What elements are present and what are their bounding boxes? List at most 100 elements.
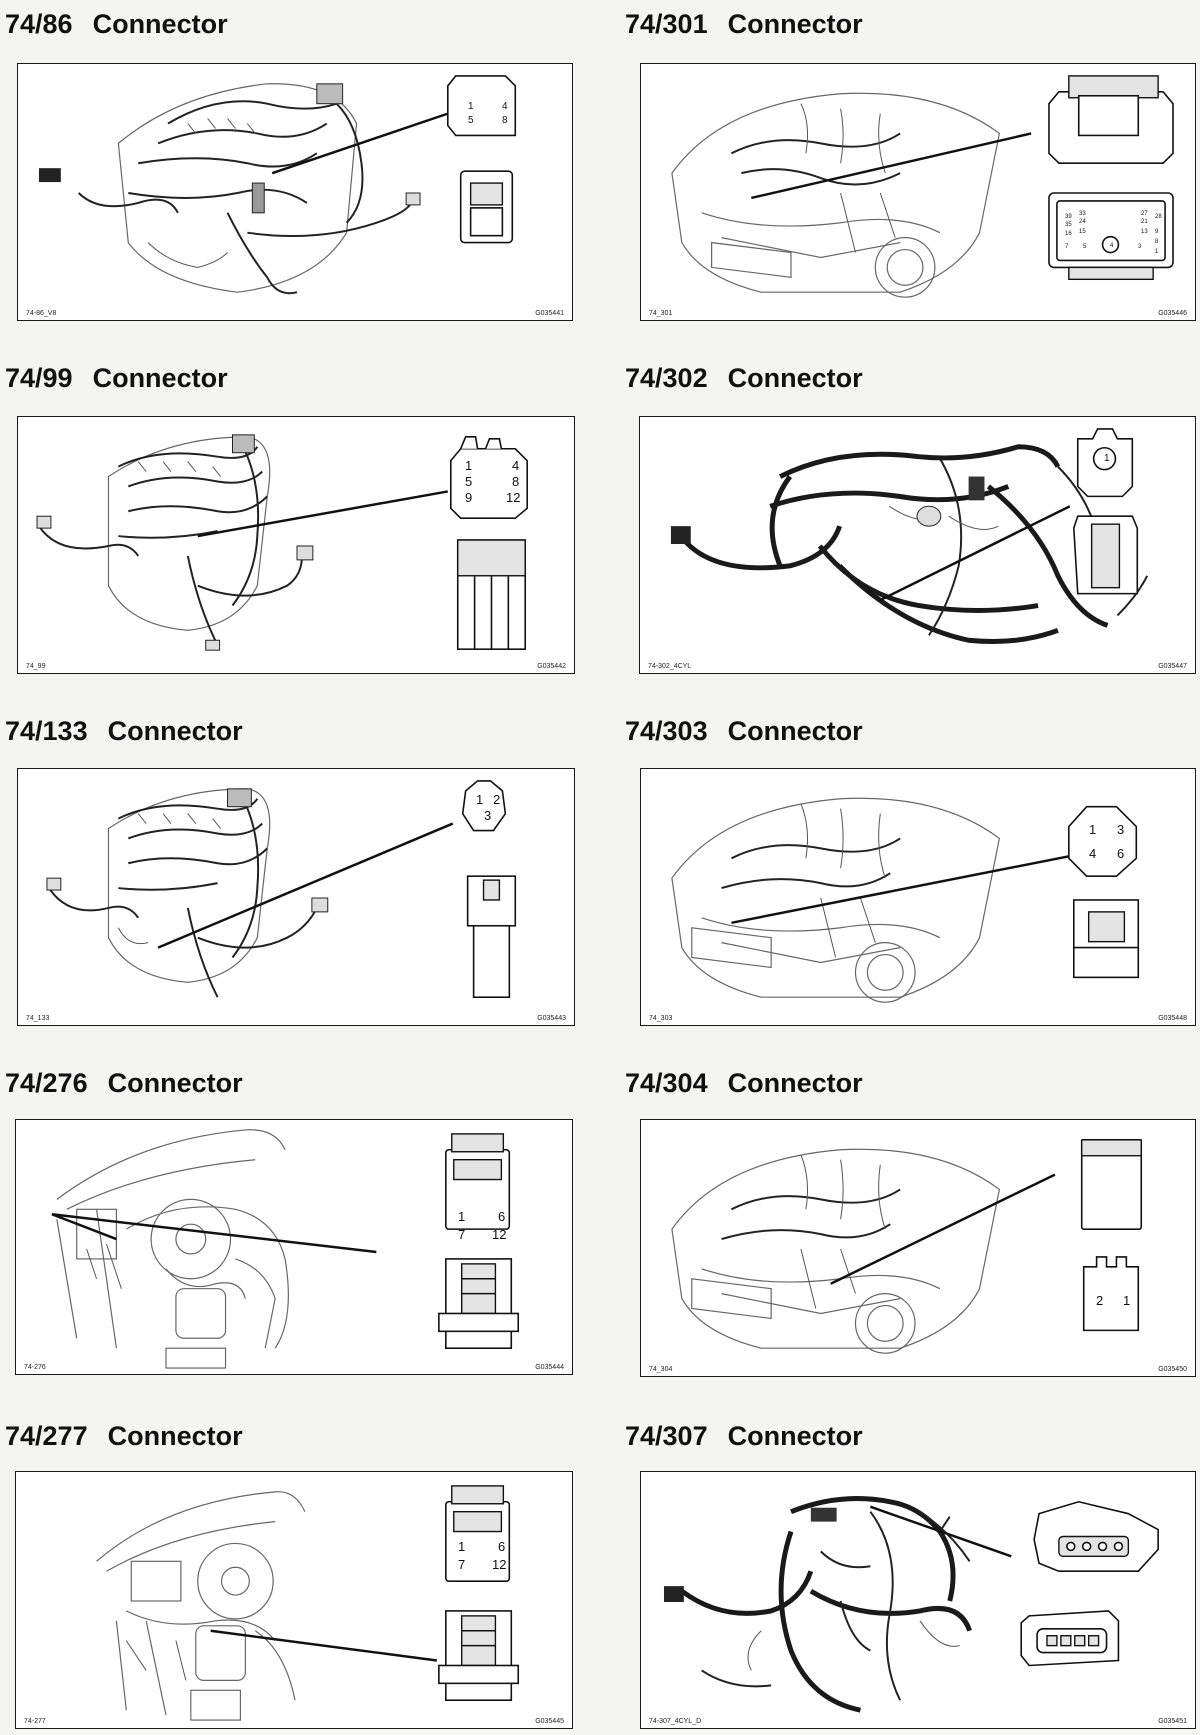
pin-label: 12 (492, 1557, 507, 1572)
pin-label: 13 (1141, 229, 1148, 235)
vehicle-interior-illustration (51, 1129, 520, 1369)
connector-code: 74/86 (5, 9, 73, 39)
diagram-panel-74-304: 2 1 74_304 G035450 (640, 1119, 1196, 1377)
entry-title: 74/302 Connector (625, 362, 863, 394)
vehicle-front-illustration (671, 1139, 1143, 1354)
pin-label: 35 (1065, 222, 1072, 228)
diagram-panel-74-301: 39 33 27 35 24 21 28 16 15 13 9 8 7 5 4 … (640, 63, 1196, 321)
figure-ref: G035441 (535, 310, 564, 317)
pin-label: 4 (502, 101, 508, 112)
figure-ref: G035451 (1158, 1718, 1187, 1725)
pin-label: 9 (1155, 229, 1159, 235)
vehicle-front-illustration (671, 797, 1140, 1003)
pin-label: 8 (1155, 239, 1159, 245)
figure-ref: G035445 (535, 1718, 564, 1725)
vehicle-front-illustration (671, 75, 1174, 298)
pin-label: 33 (1079, 211, 1086, 217)
pin-label: 6 (498, 1539, 506, 1554)
figure-id: 74_133 (26, 1015, 50, 1022)
pin-label: 27 (1141, 211, 1148, 217)
figure-ref: G035443 (537, 1015, 566, 1022)
connector-label: Connector (92, 363, 228, 393)
entry-title: 74/133 Connector (5, 715, 243, 747)
pin-label: 1 (458, 1539, 466, 1554)
connector-label: Connector (727, 1068, 863, 1098)
diagram-panel-74-303: 1 3 4 6 74_303 G035448 (640, 768, 1196, 1026)
figure-id: 74_304 (649, 1366, 673, 1373)
pin-label: 3 (1117, 822, 1125, 837)
figure-ref: G035446 (1158, 310, 1187, 317)
engine-harness-illustration (670, 428, 1149, 644)
pin-label: 16 (1065, 231, 1072, 237)
pin-label: 1 (476, 792, 484, 807)
figure-id: 74-307_4CYL_D (649, 1718, 702, 1725)
pin-label: 3 (1138, 244, 1142, 250)
pin-label: 7 (458, 1557, 466, 1572)
pin-label: 3 (484, 808, 492, 823)
pin-label: 1 (1104, 453, 1110, 464)
engine-harness-illustration (36, 434, 528, 651)
figure-ref: G035442 (537, 663, 566, 670)
pin-label: 4 (1110, 243, 1114, 249)
pin-label: 8 (502, 115, 508, 126)
engine-harness-illustration (46, 780, 517, 999)
pin-label: 1 (1123, 1293, 1131, 1308)
connector-code: 74/276 (5, 1068, 88, 1098)
figure-id: 74-302_4CYL (648, 663, 692, 670)
pin-label: 6 (1117, 846, 1125, 861)
pin-label: 12 (492, 1227, 507, 1242)
pin-label: 5 (465, 474, 473, 489)
pin-label: 1 (465, 458, 473, 473)
connector-label: Connector (727, 716, 863, 746)
entry-title: 74/99 Connector (5, 362, 228, 394)
connector-code: 74/277 (5, 1421, 88, 1451)
diagram-panel-74-277: 1 6 7 12 74-277 G035445 (15, 1471, 573, 1729)
connector-label: Connector (92, 9, 228, 39)
engine-harness-illustration (39, 75, 517, 295)
diagram-panel-74-302: 1 74-302_4CYL G035447 (639, 416, 1196, 674)
pin-label: 1 (468, 101, 474, 112)
figure-id: 74_303 (649, 1015, 673, 1022)
pin-label: 5 (1083, 244, 1087, 250)
entry-title: 74/303 Connector (625, 715, 863, 747)
pin-label: 1 (1089, 822, 1097, 837)
figure-ref: G035448 (1158, 1015, 1187, 1022)
entry-title: 74/307 Connector (625, 1420, 863, 1452)
pin-label: 5 (468, 115, 474, 126)
connector-label: Connector (107, 1068, 243, 1098)
connector-code: 74/133 (5, 716, 88, 746)
connector-label: Connector (727, 363, 863, 393)
pin-label: 4 (512, 458, 520, 473)
figure-ref: G035447 (1158, 663, 1187, 670)
pin-label: 9 (465, 490, 473, 505)
vehicle-interior-illustration (96, 1485, 520, 1721)
diagram-panel-74-86: 1 4 5 8 74-86_V8 G035441 (17, 63, 573, 321)
pin-label: 12 (506, 490, 521, 505)
pin-label: 7 (458, 1227, 466, 1242)
figure-id: 74-276 (24, 1364, 46, 1371)
connector-code: 74/99 (5, 363, 73, 393)
entry-title: 74/276 Connector (5, 1067, 243, 1099)
engine-harness-illustration (663, 1496, 1159, 1713)
connector-label: Connector (727, 1421, 863, 1451)
connector-code: 74/302 (625, 363, 708, 393)
figure-id: 74-86_V8 (26, 310, 57, 317)
pin-label: 1 (458, 1209, 466, 1224)
pin-label: 21 (1141, 219, 1148, 225)
connector-label: Connector (107, 716, 243, 746)
pin-label: 7 (1065, 244, 1069, 250)
pin-label: 4 (1089, 846, 1097, 861)
pin-label: 2 (1096, 1293, 1104, 1308)
diagram-panel-74-307: 74-307_4CYL_D G035451 (640, 1471, 1196, 1729)
pin-label: 6 (498, 1209, 506, 1224)
connector-code: 74/303 (625, 716, 708, 746)
connector-label: Connector (727, 9, 863, 39)
connector-code: 74/307 (625, 1421, 708, 1451)
figure-ref: G035450 (1158, 1366, 1187, 1373)
diagram-panel-74-99: 1 4 5 8 9 12 74_99 G035442 (17, 416, 575, 674)
pin-label: 15 (1079, 229, 1086, 235)
figure-ref: G035444 (535, 1364, 564, 1371)
pin-label: 8 (512, 474, 520, 489)
